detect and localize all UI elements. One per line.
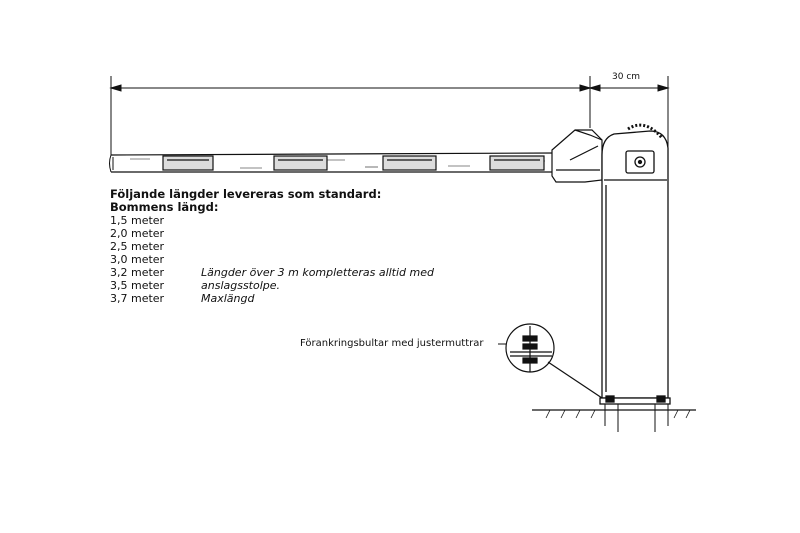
length-value: 2,0 meter bbox=[110, 227, 165, 240]
length-note: Längder över 3 m kompletteras alltid med bbox=[201, 266, 434, 279]
length-value: 3,0 meter bbox=[110, 253, 165, 266]
anchor-bolt-detail bbox=[505, 323, 603, 399]
length-value: 2,5 meter bbox=[110, 240, 165, 253]
reflective-stripes bbox=[162, 155, 545, 171]
standard-lengths-heading: Följande längder levereras som standard: bbox=[110, 187, 382, 201]
barrier-housing bbox=[601, 123, 669, 399]
boom-arm bbox=[109, 152, 556, 173]
length-value: 3,5 meter bbox=[110, 279, 165, 292]
length-note: anslagsstolpe. bbox=[201, 279, 281, 292]
length-value: 1,5 meter bbox=[110, 214, 165, 227]
boom-length-heading: Bommens längd: bbox=[110, 200, 219, 214]
warning-plate bbox=[625, 150, 655, 174]
base-plate bbox=[599, 395, 671, 405]
boom-bracket bbox=[551, 129, 603, 183]
ground-line bbox=[532, 404, 696, 432]
length-value: 3,2 meter bbox=[110, 266, 165, 279]
length-dimension-line bbox=[109, 76, 592, 155]
offset-dimension-line bbox=[588, 76, 670, 152]
dimension-label: 30 cm bbox=[612, 72, 641, 82]
length-value: 3,7 meter bbox=[110, 292, 165, 305]
length-note: Maxlängd bbox=[201, 292, 255, 305]
anchor-bolts-label: Förankringsbultar med justermuttrar bbox=[300, 338, 484, 349]
